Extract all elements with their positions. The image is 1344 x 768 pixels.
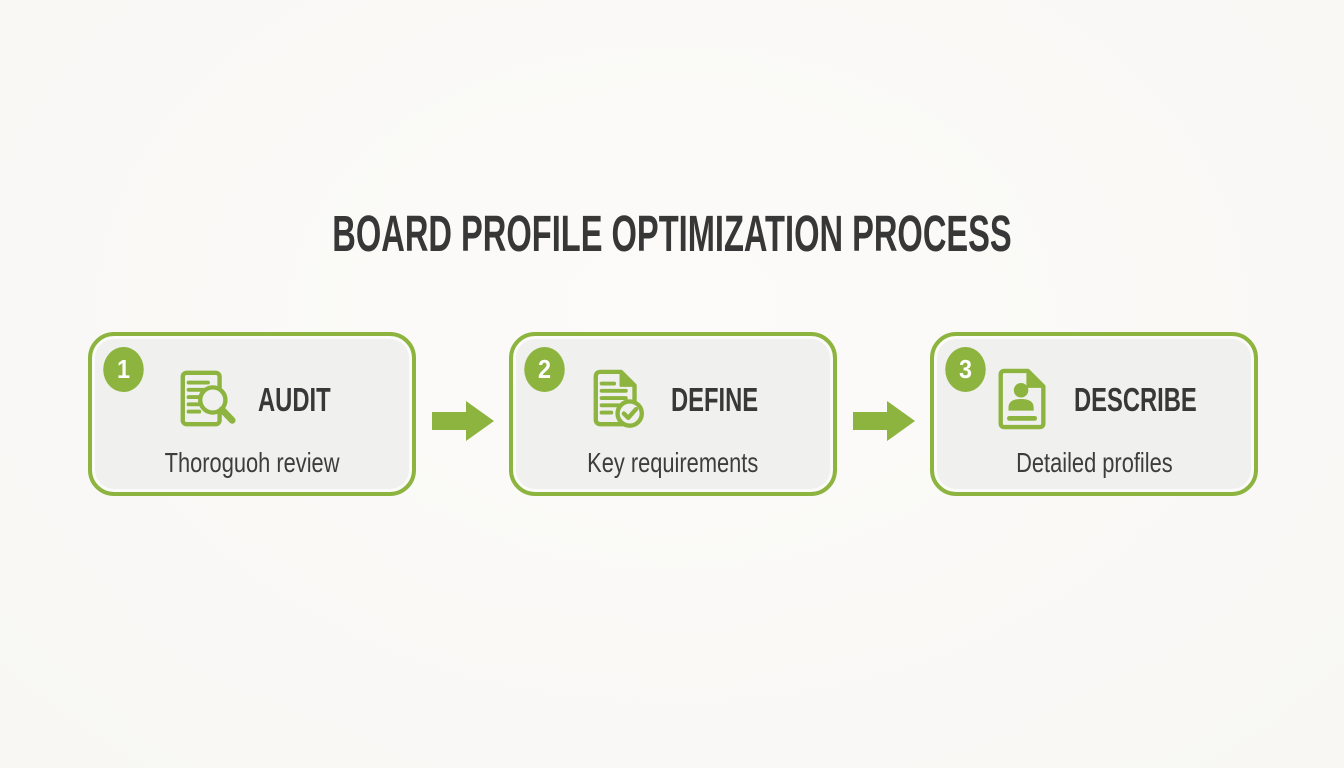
step-title: DEFINE xyxy=(670,380,759,418)
step-subtitle: Thoroguoh review xyxy=(164,447,340,478)
step-card-define: 2 DEFINE Key requirements xyxy=(509,332,837,496)
page-title: BOARD PROFILE OPTIMIZATION PROCESS xyxy=(332,205,1012,263)
card-header-define: DEFINE xyxy=(513,366,833,432)
step-title: DESCRIBE xyxy=(1074,380,1198,418)
person-document-icon xyxy=(998,368,1046,430)
process-steps-row: 1 AUDIT Thoroguoh review 2 xyxy=(88,332,1258,496)
step-number-badge: 2 xyxy=(524,347,565,392)
document-magnifier-icon xyxy=(180,370,236,427)
right-arrow-icon xyxy=(431,400,494,441)
step-number-badge: 1 xyxy=(103,347,144,392)
step-subtitle: Key requirements xyxy=(587,447,759,478)
step-title: AUDIT xyxy=(258,380,331,418)
right-arrow-icon xyxy=(852,400,915,441)
step-card-describe: 3 DESCRIBE Detailed profiles xyxy=(930,332,1258,496)
step-card-audit: 1 AUDIT Thoroguoh review xyxy=(88,332,416,496)
card-header-audit: AUDIT xyxy=(92,366,412,432)
step-subtitle: Detailed profiles xyxy=(1015,447,1173,478)
step-number-badge: 3 xyxy=(945,347,986,392)
card-header-describe: DESCRIBE xyxy=(934,366,1254,432)
document-checkmark-icon xyxy=(593,369,644,428)
